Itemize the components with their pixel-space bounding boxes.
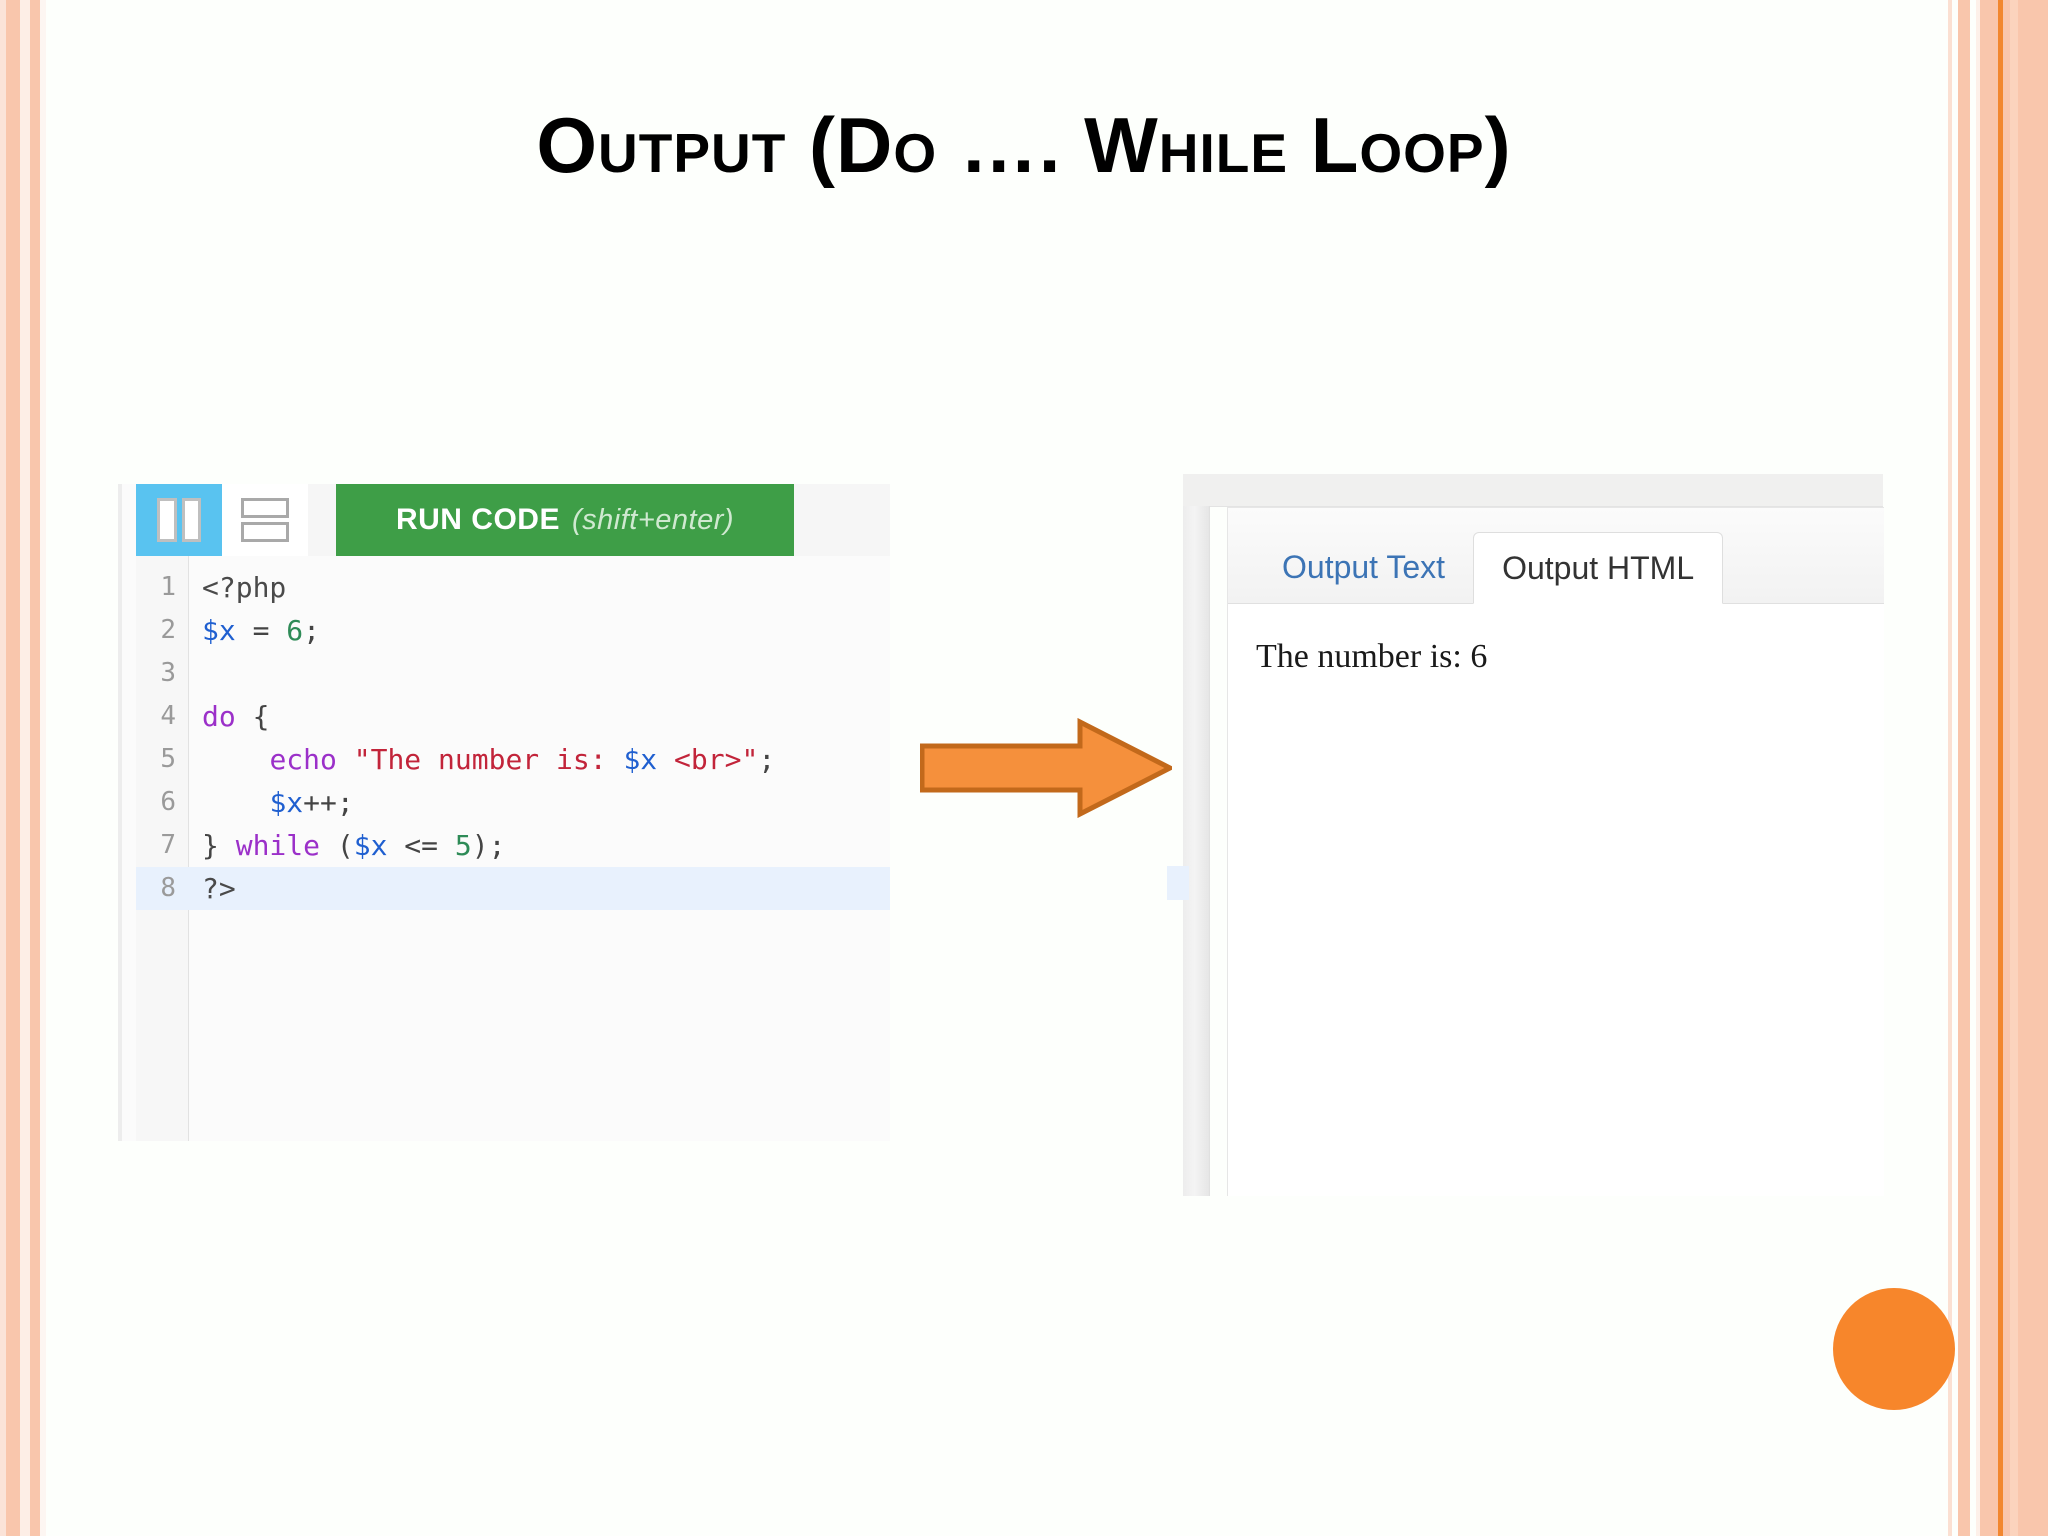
- code-token: <=: [387, 829, 455, 862]
- code-token: ;: [303, 614, 321, 647]
- code-line[interactable]: 6 $x++;: [136, 781, 890, 824]
- code-token: <br>": [657, 743, 759, 776]
- right-border-decoration: [1940, 0, 2048, 1536]
- code-token: 5: [454, 829, 472, 862]
- code-line[interactable]: 1 <?php: [136, 566, 890, 609]
- border-stripe: [20, 0, 30, 1536]
- border-stripe: [1948, 0, 1952, 1536]
- border-stripe: [0, 0, 6, 1536]
- editor-left-rail: [118, 484, 122, 1141]
- code-token: ++;: [303, 786, 354, 819]
- split-vertical-button[interactable]: [136, 484, 222, 556]
- output-top-bar: [1183, 474, 1883, 507]
- code-line-content: echo "The number is: $x <br>";: [188, 738, 775, 781]
- line-number: 5: [160, 744, 176, 774]
- editor-toolbar: RUN CODE (shift+enter): [136, 484, 890, 556]
- border-stripe: [1958, 0, 1970, 1536]
- code-token: 6: [286, 614, 304, 647]
- code-line-content: <?php: [188, 566, 286, 609]
- code-line-content: ?>: [188, 867, 236, 910]
- line-number: 2: [160, 615, 176, 645]
- line-number: 6: [160, 787, 176, 817]
- panel-splitter[interactable]: [1167, 506, 1210, 1196]
- line-number: 7: [160, 830, 176, 860]
- code-token: $x: [623, 743, 658, 776]
- page-title: Output (Do …. While Loop): [536, 101, 1512, 189]
- tab-output-text[interactable]: Output Text: [1254, 531, 1473, 603]
- code-token: ;: [758, 743, 776, 776]
- line-number: 4: [160, 701, 176, 731]
- code-token: [337, 743, 354, 776]
- flow-arrow: [919, 717, 1176, 819]
- split-horizontal-button[interactable]: [222, 484, 308, 556]
- code-token: while: [235, 829, 321, 862]
- code-token: $x: [202, 614, 236, 647]
- code-token: {: [235, 700, 270, 733]
- border-accent-line: [1998, 0, 2003, 1536]
- code-line-content: $x = 6;: [188, 609, 320, 652]
- code-line-content: do {: [188, 695, 269, 738]
- border-stripe: [40, 0, 46, 1536]
- code-token: do: [202, 700, 236, 733]
- code-token: ?>: [202, 872, 236, 905]
- split-horizontal-icon: [241, 498, 289, 542]
- border-stripe: [1980, 0, 2048, 1536]
- output-panel: Output Text Output HTML The number is: 6: [1167, 474, 1884, 1212]
- border-stripe: [30, 0, 40, 1536]
- code-line[interactable]: 2 $x = 6;: [136, 609, 890, 652]
- code-token: "The number is:: [353, 743, 624, 776]
- code-token: echo: [269, 743, 337, 776]
- line-number: 1: [160, 572, 176, 602]
- border-stripe: [1976, 0, 1980, 1536]
- code-line[interactable]: 7} while ($x <= 5);: [136, 824, 890, 867]
- code-line[interactable]: 3: [136, 652, 890, 695]
- code-token: [202, 743, 269, 776]
- code-token: (: [320, 829, 354, 862]
- border-stripe: [6, 0, 20, 1536]
- run-code-hint: (shift+enter): [571, 503, 735, 536]
- code-token: $x: [353, 829, 388, 862]
- code-line[interactable]: 5 echo "The number is: $x <br>";: [136, 738, 890, 781]
- line-number: 8: [160, 873, 176, 903]
- splitter-handle[interactable]: [1167, 866, 1189, 900]
- output-card: Output Text Output HTML The number is: 6: [1227, 507, 1884, 1196]
- border-stripe: [2010, 0, 2018, 1536]
- code-token: <?php: [202, 571, 287, 604]
- code-token: [202, 786, 269, 819]
- output-tabstrip: Output Text Output HTML: [1228, 508, 1884, 604]
- left-border-decoration: [0, 0, 46, 1536]
- code-token: $x: [269, 786, 304, 819]
- output-result-text: The number is: 6: [1256, 638, 1488, 675]
- split-vertical-icon: [157, 498, 201, 542]
- tab-output-text-label: Output Text: [1282, 548, 1446, 585]
- tab-output-html[interactable]: Output HTML: [1473, 532, 1724, 604]
- code-line[interactable]: 8 ?>: [136, 867, 890, 910]
- code-line-content: $x++;: [188, 781, 354, 824]
- code-line-content: } while ($x <= 5);: [188, 824, 505, 867]
- line-number: 3: [160, 658, 176, 688]
- line-number-gutter: [136, 556, 189, 1141]
- code-line[interactable]: 4 do {: [136, 695, 890, 738]
- decorative-circle: [1833, 1288, 1955, 1410]
- run-code-label: RUN CODE: [395, 503, 560, 536]
- code-token: );: [471, 829, 506, 862]
- code-token: }: [202, 829, 236, 862]
- code-token: =: [235, 614, 287, 647]
- run-code-button[interactable]: RUN CODE (shift+enter): [336, 484, 794, 556]
- tab-output-html-label: Output HTML: [1502, 549, 1695, 586]
